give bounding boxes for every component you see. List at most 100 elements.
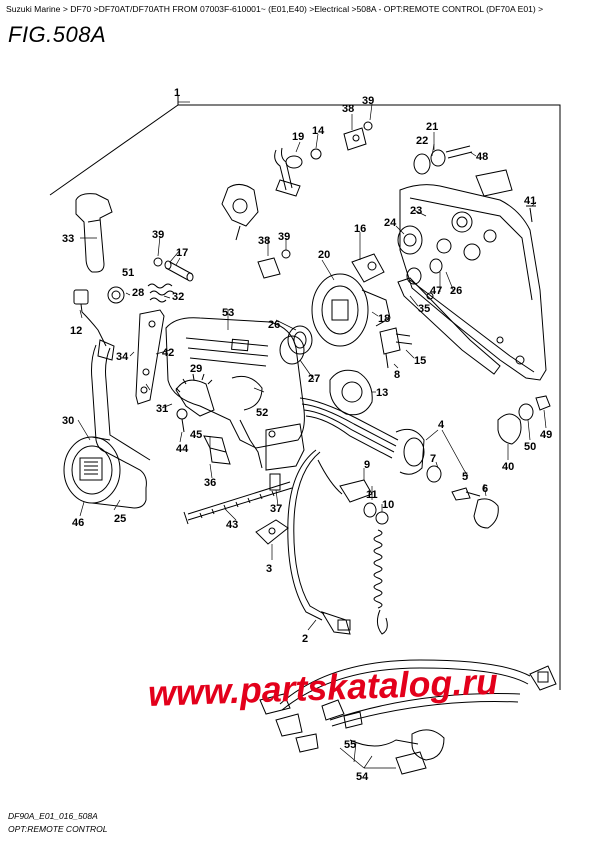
part-grip-48[interactable] <box>413 145 513 197</box>
callout-5[interactable]: 5 <box>462 471 468 483</box>
callout-11[interactable]: 11 <box>366 489 378 501</box>
callout-54[interactable]: 54 <box>356 771 369 783</box>
callout-8[interactable]: 8 <box>394 369 400 381</box>
callout-31[interactable]: 31 <box>156 403 168 415</box>
callout-48[interactable]: 48 <box>476 151 488 163</box>
callout-33[interactable]: 33 <box>62 233 74 245</box>
part-clip-37[interactable] <box>269 473 281 491</box>
part-housing-53[interactable] <box>165 317 305 471</box>
part-washer-27[interactable] <box>279 335 305 365</box>
part-washer-50[interactable] <box>518 403 534 421</box>
callout-49[interactable]: 49 <box>540 429 552 441</box>
callout-47[interactable]: 47 <box>430 285 442 297</box>
callout-23[interactable]: 23 <box>410 205 422 217</box>
part-bracket-38[interactable] <box>343 121 373 151</box>
part-screw-44[interactable] <box>176 408 188 420</box>
callout-19[interactable]: 19 <box>292 131 304 143</box>
callout-36[interactable]: 36 <box>204 477 216 489</box>
part-gear-29[interactable] <box>175 373 215 417</box>
callout-9[interactable]: 9 <box>364 459 370 471</box>
callout-39a[interactable]: 39 <box>362 95 374 107</box>
callout-24[interactable]: 24 <box>384 217 397 229</box>
part-key-7[interactable] <box>451 487 481 501</box>
part-ring-5[interactable] <box>426 465 442 483</box>
callout-16[interactable]: 16 <box>354 223 366 235</box>
callout-17[interactable]: 17 <box>176 247 188 259</box>
callout-29[interactable]: 29 <box>190 363 202 375</box>
callout-21[interactable]: 21 <box>426 121 438 133</box>
part-washer-14[interactable] <box>310 148 322 160</box>
part-switch-12[interactable] <box>73 289 115 361</box>
part-terminal-8[interactable] <box>379 327 413 369</box>
part-cover-35[interactable] <box>399 184 547 381</box>
part-plate-3[interactable] <box>255 519 289 545</box>
part-knob-13[interactable] <box>329 369 373 416</box>
callout-32[interactable]: 32 <box>172 291 184 303</box>
part-cap-40[interactable] <box>497 413 522 445</box>
part-plate-35-lower[interactable] <box>397 277 501 375</box>
part-clevis-19[interactable] <box>274 147 303 197</box>
part-lever-25[interactable] <box>63 344 151 509</box>
part-harness-54[interactable] <box>259 659 557 775</box>
part-washer-26-left[interactable] <box>287 325 313 355</box>
callout-34[interactable]: 34 <box>116 351 129 363</box>
callout-15[interactable]: 15 <box>414 355 426 367</box>
callout-45[interactable]: 45 <box>190 429 202 441</box>
callout-12[interactable]: 12 <box>70 325 82 337</box>
callout-42[interactable]: 42 <box>162 347 174 359</box>
callout-27[interactable]: 27 <box>308 373 320 385</box>
part-plate-42[interactable] <box>135 309 165 405</box>
callout-3[interactable]: 3 <box>266 563 272 575</box>
part-washer-26-right[interactable] <box>429 258 443 274</box>
callout-20[interactable]: 20 <box>318 249 330 261</box>
callout-41[interactable]: 41 <box>524 195 536 207</box>
part-bracket-36[interactable] <box>203 435 231 465</box>
callout-38a[interactable]: 38 <box>342 103 354 115</box>
callout-10[interactable]: 10 <box>382 499 394 511</box>
callout-53[interactable]: 53 <box>222 307 234 319</box>
part-screw-41[interactable] <box>526 205 536 223</box>
part-harness-4[interactable] <box>299 397 425 475</box>
part-handle-33[interactable] <box>75 193 113 273</box>
callout-26b[interactable]: 26 <box>450 285 462 297</box>
callout-40[interactable]: 40 <box>502 461 514 473</box>
callout-38b[interactable]: 38 <box>258 235 270 247</box>
part-stopper-38[interactable] <box>257 249 291 279</box>
callout-25[interactable]: 25 <box>114 513 126 525</box>
part-pin-17[interactable] <box>164 260 194 282</box>
callout-1[interactable]: 1 <box>174 87 180 99</box>
callout-13[interactable]: 13 <box>376 387 388 399</box>
callout-35[interactable]: 35 <box>418 303 430 315</box>
part-sensor-24[interactable] <box>397 225 423 255</box>
callout-28[interactable]: 28 <box>132 287 144 299</box>
part-clip-39[interactable] <box>153 257 163 267</box>
part-washer-51[interactable] <box>107 286 125 304</box>
breadcrumb[interactable]: Suzuki Marine > DF70 >DF70AT/DF70ATH FRO… <box>6 4 544 14</box>
callout-26a[interactable]: 26 <box>268 319 280 331</box>
callout-51[interactable]: 51 <box>122 267 134 279</box>
part-cable-2[interactable] <box>287 449 351 635</box>
callout-50[interactable]: 50 <box>524 441 536 453</box>
callout-46[interactable]: 46 <box>72 517 84 529</box>
callout-43[interactable]: 43 <box>226 519 238 531</box>
callout-18[interactable]: 18 <box>378 313 390 325</box>
callout-52[interactable]: 52 <box>256 407 268 419</box>
part-nut-49[interactable] <box>535 395 551 411</box>
callout-22[interactable]: 22 <box>416 135 428 147</box>
callout-6[interactable]: 6 <box>482 483 488 495</box>
part-washer-47[interactable] <box>406 267 422 285</box>
part-disc-20[interactable] <box>311 253 391 347</box>
part-cam-16[interactable] <box>221 184 259 241</box>
part-switch-9[interactable] <box>317 459 389 635</box>
part-cap-6[interactable] <box>473 498 499 529</box>
part-spring-28[interactable] <box>147 283 175 303</box>
callout-4[interactable]: 4 <box>438 419 445 431</box>
callout-2[interactable]: 2 <box>302 633 308 645</box>
callout-44[interactable]: 44 <box>176 443 189 455</box>
callout-14[interactable]: 14 <box>312 125 325 137</box>
part-bolt-43[interactable] <box>183 481 293 525</box>
callout-39c[interactable]: 39 <box>278 231 290 243</box>
callout-30[interactable]: 30 <box>62 415 74 427</box>
callout-37[interactable]: 37 <box>270 503 282 515</box>
callout-55[interactable]: 55 <box>344 739 356 751</box>
